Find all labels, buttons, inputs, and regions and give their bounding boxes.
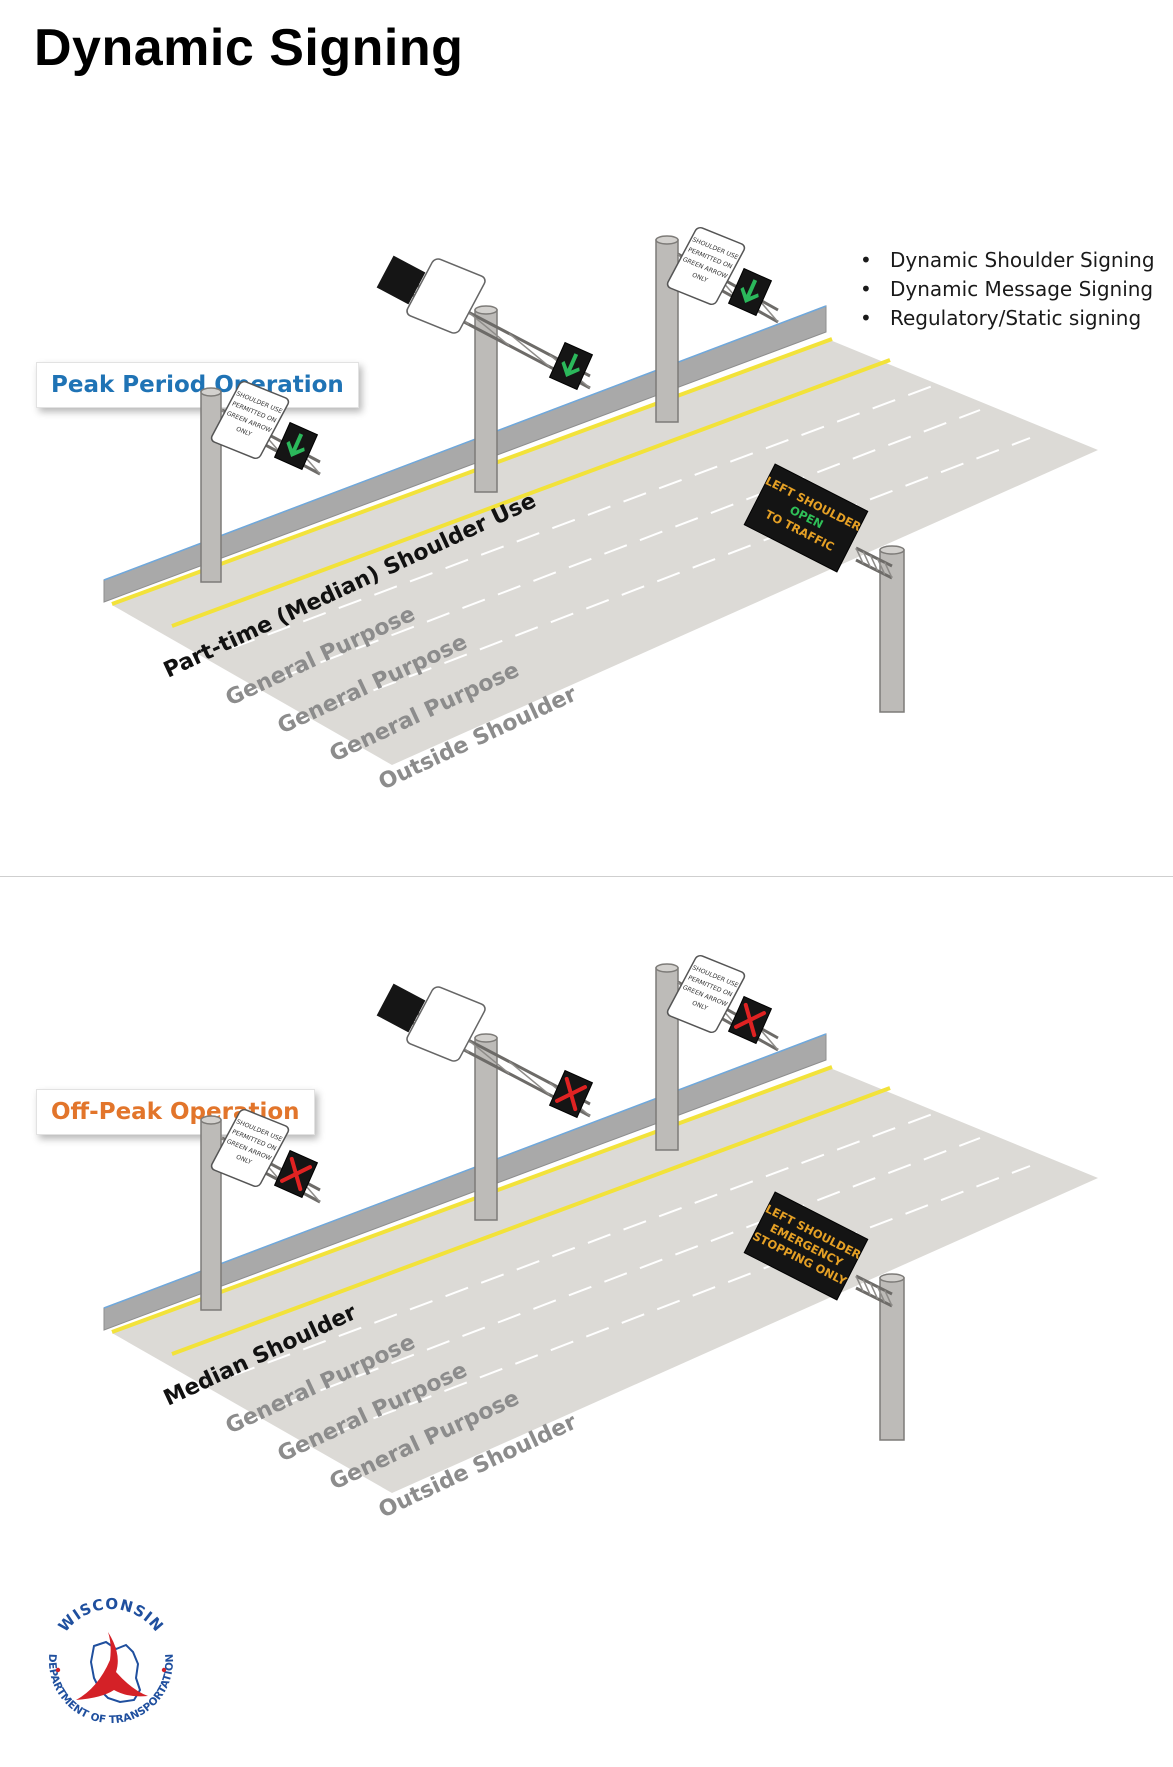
- wisconsin-dot-logo: WISCONSIN DEPARTMENT OF TRANSPORTATION: [39, 1595, 183, 1739]
- message-sign-face: [743, 1191, 869, 1301]
- truss-arm: [855, 1286, 893, 1308]
- lane-control-signal: [727, 995, 773, 1045]
- static-sign-face: [666, 226, 746, 306]
- blank-static-sign: [406, 986, 486, 1062]
- pole-cap: [655, 963, 679, 973]
- median-edge-line: [111, 1065, 833, 1334]
- static-sign-face: [406, 986, 486, 1062]
- lane-line-dashed: [337, 1165, 1031, 1433]
- static-sign-face: [210, 1108, 290, 1188]
- lane-line-dashed: [284, 409, 981, 677]
- lane-line-dashed: [231, 1111, 939, 1377]
- message-sign-face: [743, 463, 869, 573]
- truss-brace: [862, 551, 872, 568]
- lane-line-dashed: [231, 383, 939, 649]
- pole-cap: [879, 545, 905, 555]
- static-sign-face: [666, 954, 746, 1034]
- static-sign-face: [406, 258, 486, 334]
- panel-face: [376, 983, 426, 1033]
- truss-brace: [468, 1039, 510, 1075]
- lane-line-dashed: [284, 1137, 981, 1405]
- peak-period-operation-label: Peak Period Operation: [36, 362, 359, 408]
- red-swoosh-icon: [76, 1632, 148, 1700]
- dark-message-panel: [376, 255, 426, 305]
- truss-arm: [855, 558, 893, 580]
- lane-line-dashed: [337, 437, 1031, 705]
- section-divider: [0, 876, 1173, 877]
- green-arrow-down-icon: [561, 353, 580, 377]
- truss-brace: [876, 558, 886, 575]
- green-arrow-down-icon: [286, 433, 305, 457]
- pole-cap: [655, 235, 679, 245]
- shoulder-edge-line: [171, 358, 891, 628]
- truss-brace: [869, 554, 879, 572]
- shoulder-edge-line: [171, 1086, 891, 1356]
- green-arrow-down-icon: [740, 279, 759, 303]
- sign-pole: [655, 239, 679, 423]
- lane-control-signal: [548, 1069, 594, 1119]
- barrier-top-edge: [103, 1033, 827, 1309]
- truss-arm: [855, 1274, 893, 1296]
- bullet-item: Dynamic Message Signing: [858, 275, 1155, 304]
- blank-static-sign: [406, 258, 486, 334]
- lane-control-signal: [548, 341, 594, 391]
- median-edge-line: [111, 337, 833, 606]
- pole-cap: [200, 1115, 222, 1125]
- truss-brace: [508, 1061, 551, 1096]
- truss-brace: [884, 562, 893, 579]
- bullet-item: Regulatory/Static signing: [858, 304, 1155, 333]
- truss-arm: [855, 546, 893, 568]
- truss-brace: [855, 547, 864, 564]
- lane-control-signal: [273, 1149, 319, 1199]
- truss-brace: [862, 1279, 872, 1296]
- truss-brace: [468, 311, 510, 347]
- truss-brace: [508, 333, 551, 368]
- truss-brace: [869, 1282, 879, 1300]
- truss-brace: [884, 1290, 893, 1307]
- red-x-icon: [733, 1002, 767, 1038]
- lane-control-signal: [273, 421, 319, 471]
- pole-cap: [474, 305, 498, 315]
- pole-cap: [200, 387, 222, 397]
- page-title: Dynamic Signing: [34, 19, 464, 77]
- truss-brace: [855, 1275, 864, 1292]
- sign-pole: [200, 391, 222, 583]
- truss-brace: [876, 1286, 886, 1303]
- lane-control-signal: [727, 267, 773, 317]
- sign-pole: [200, 1119, 222, 1311]
- bullet-item: Dynamic Shoulder Signing: [858, 246, 1155, 275]
- pole-cap: [879, 1273, 905, 1283]
- red-x-icon: [554, 1076, 588, 1112]
- pole-cap: [474, 1033, 498, 1043]
- static-sign-face: [210, 380, 290, 460]
- dark-message-panel: [376, 983, 426, 1033]
- sign-pole: [655, 967, 679, 1151]
- panel-face: [376, 255, 426, 305]
- barrier-top-edge: [103, 305, 827, 581]
- red-x-icon: [279, 1156, 313, 1192]
- feature-bullet-list: Dynamic Shoulder Signing Dynamic Message…: [858, 246, 1155, 333]
